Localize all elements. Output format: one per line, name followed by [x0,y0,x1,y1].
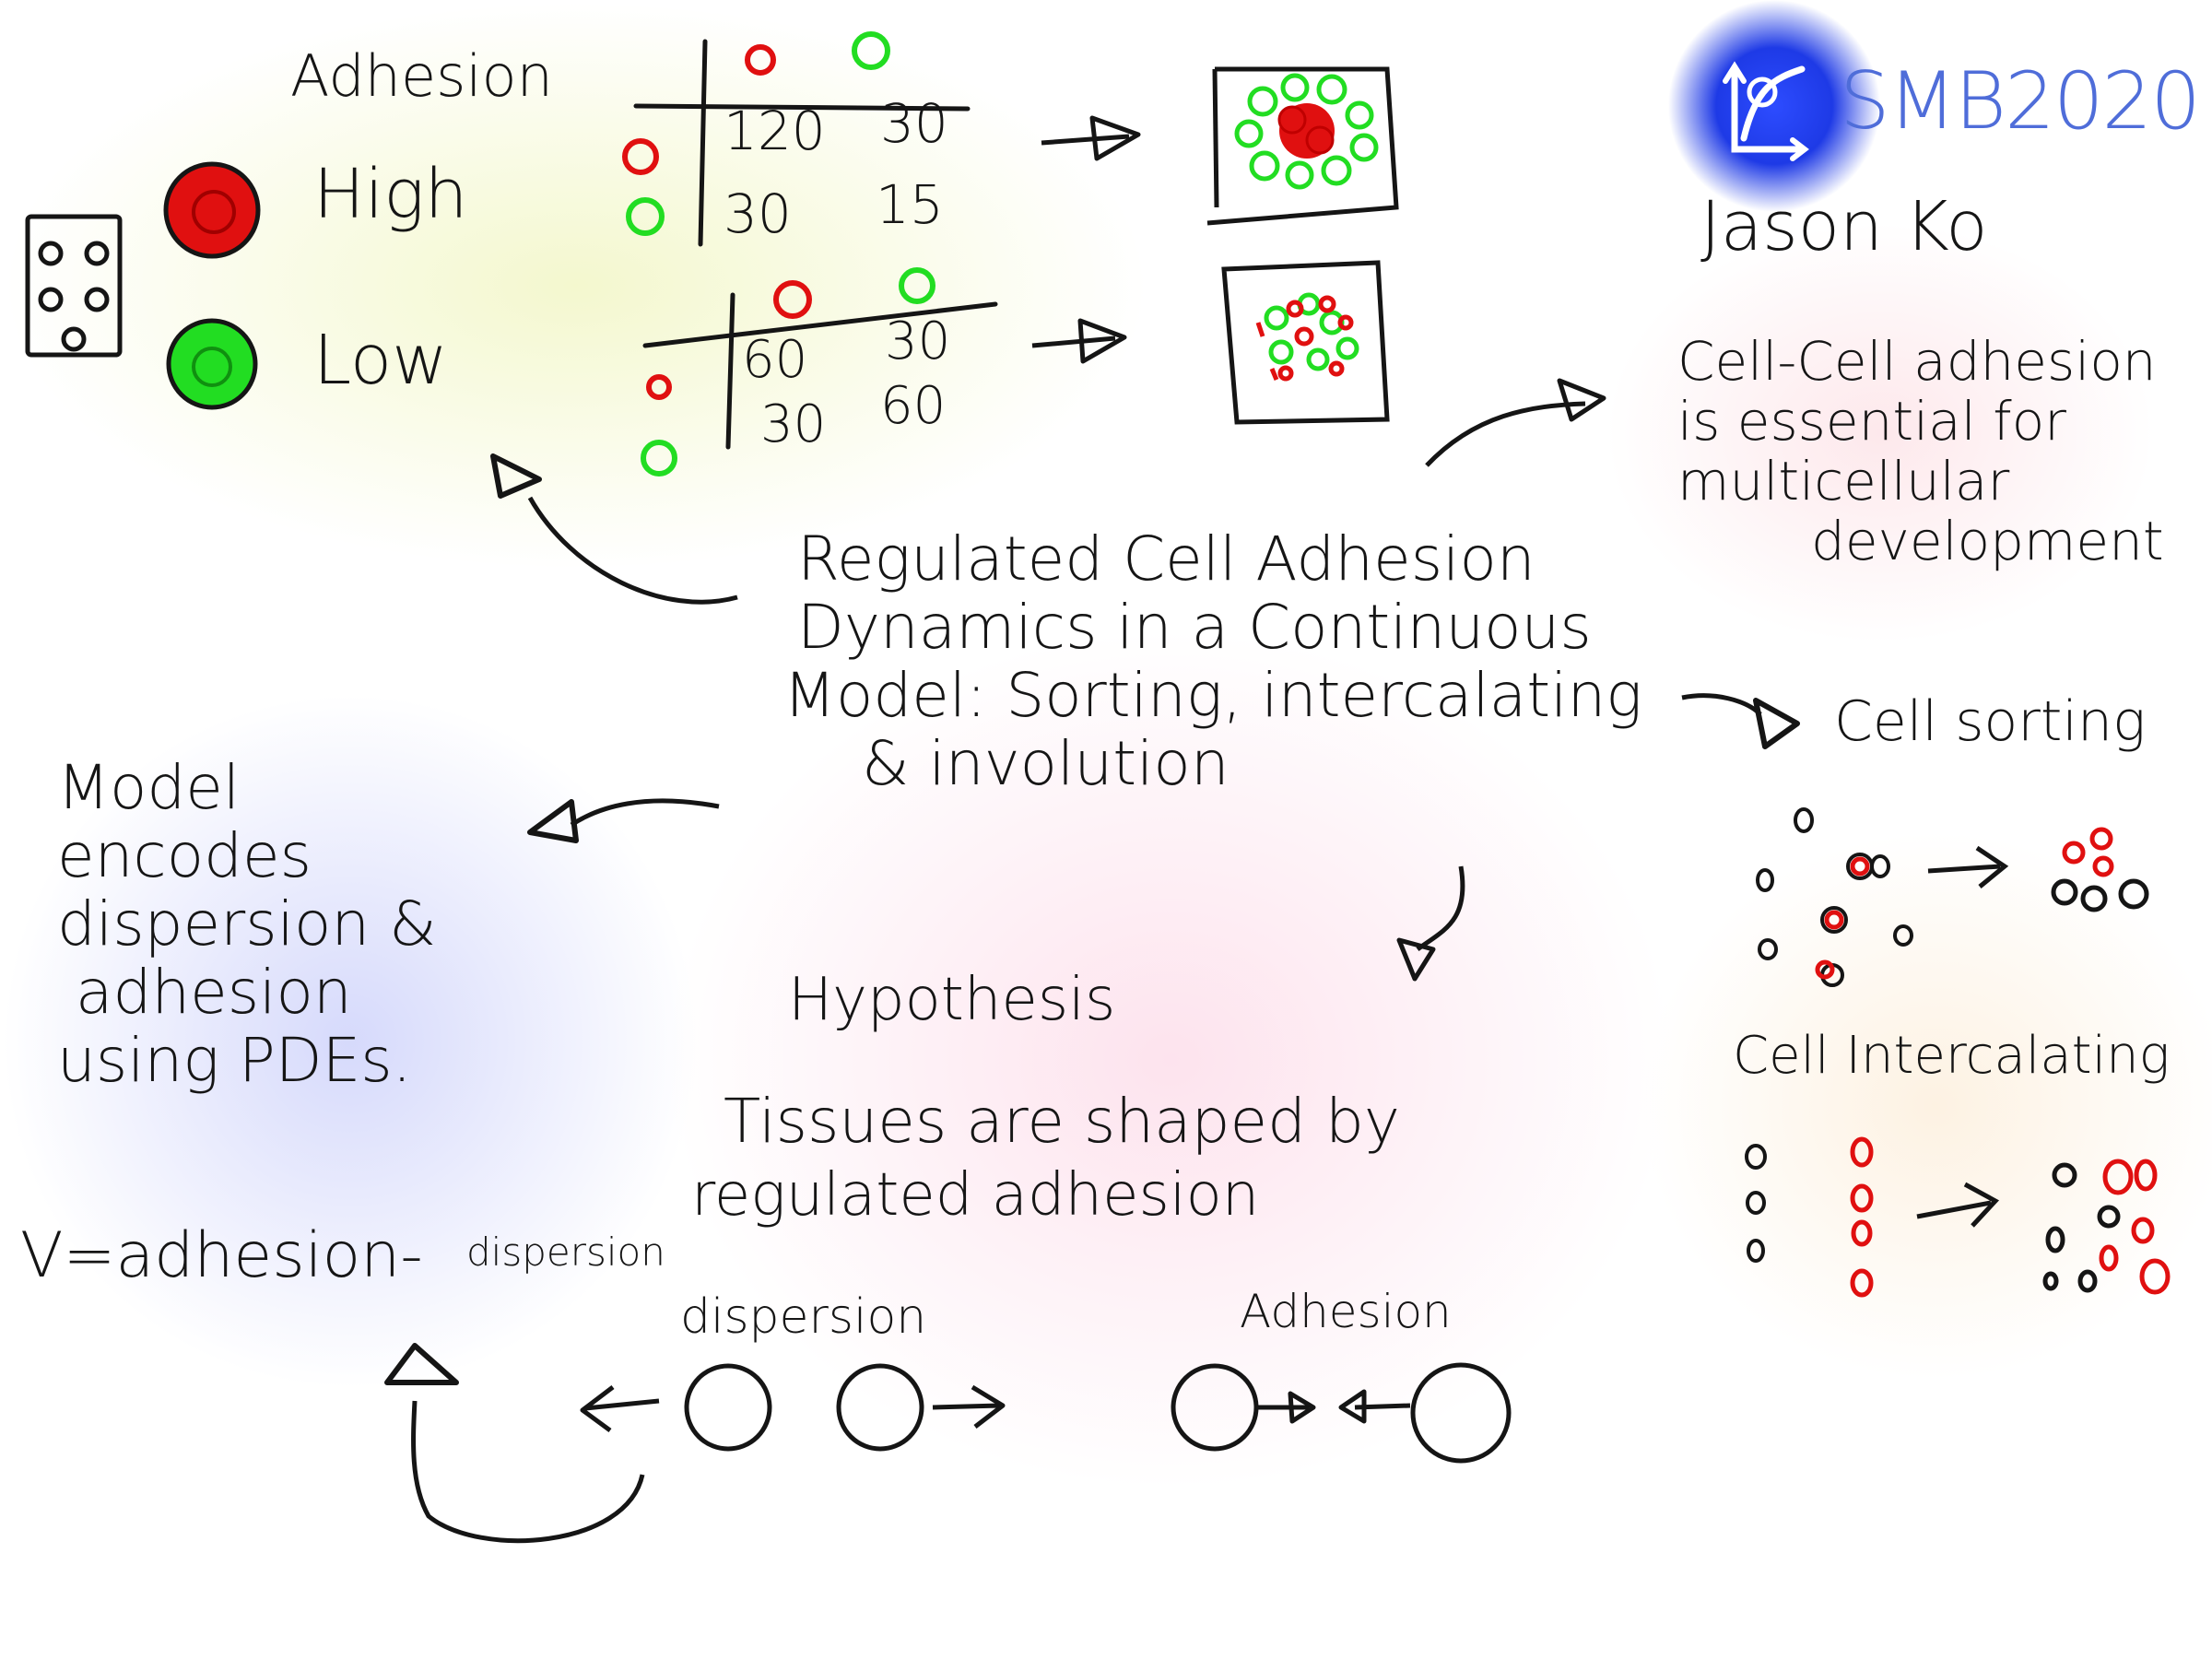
table-2-cell-r2c2: 60 [880,376,947,436]
model-description: Model encodes dispersion & adhesion usin… [57,754,437,1095]
table-1-cell-r2c1: 30 [724,182,792,245]
cell-intercalating-example [1745,1136,2171,1298]
table-2-header-green-icon [899,267,935,304]
arrow-title-to-model [527,798,720,843]
hypothesis-line-2: regulated adhesion [691,1161,1260,1230]
table-1-row-red-icon [622,138,659,175]
table-2-row-red-icon [646,374,672,400]
main-title-line-3: Model: Sorting, intercalating [783,659,1642,731]
legend-high-label: High [313,155,468,234]
main-title-line-1: Regulated Cell Adhesion [797,524,1535,594]
dispersion-label: dispersion [680,1289,927,1345]
equation-left: V=adhesion- [20,1219,423,1292]
hypothesis-heading: Hypothesis [788,966,1116,1034]
arrow-title-to-sorting [1681,693,1800,749]
arrow-title-to-claim [1425,378,1606,467]
cell-sorting-example [1756,807,2149,987]
model-line-2: encodes [57,819,312,891]
main-title-line-2: Dynamics in a Continuous [797,591,1592,663]
main-title: Regulated Cell Adhesion Dynamics in a Co… [783,524,1642,799]
legend-title: Adhesion [290,42,553,110]
author-name: Jason Ko [1700,187,1988,266]
adhesion-cells [1171,1362,1512,1464]
arrow-title-to-hypothesis [1396,865,1465,982]
model-line-1: Model [57,752,241,823]
table-1-row-green-icon [626,197,665,236]
green-cell-icon [166,318,258,410]
adhesion-claim: Cell-Cell adhesion is essential for mult… [1677,332,2164,571]
main-title-line-4: & involution [862,727,1230,799]
table-1-header-green-icon [852,31,890,70]
cell-intercalating-label: Cell Intercalating [1733,1026,2171,1086]
chart-axes-icon [1668,0,1880,212]
table-2-row-green-icon [641,440,677,477]
arrow-hypothesis-to-equation [384,1343,645,1544]
model-line-5: using PDEs. [57,1024,412,1096]
sorted-aggregate-box [1206,66,1399,226]
adhesion-claim-line-4: development [1811,509,2164,572]
cell-sorting-label: Cell sorting [1834,689,2147,754]
table-1-header-red-icon [745,44,776,76]
conference-brand: SMB2020 [1840,55,2201,147]
adhesion-label: Adhesion [1240,1285,1452,1338]
red-cell-icon [163,161,261,259]
legend-low-label: Low [313,321,448,400]
adhesion-claim-line-2: is essential for [1677,389,2067,453]
hypothesis-line-1: Tissues are shaped by [724,1086,1400,1157]
model-line-4: adhesion [76,956,352,1028]
table-1-cell-r2c2: 15 [876,173,944,236]
adhesion-table-2-grid [642,292,998,450]
model-line-3: dispersion & [57,888,437,959]
well-plate-icon [25,214,123,358]
equation-dispersion: dispersion [466,1230,665,1275]
adhesion-table-1-grid [633,39,971,247]
dispersion-cells [580,1363,1006,1452]
adhesion-claim-line-1: Cell-Cell adhesion [1677,330,2157,393]
arrow-table-2-to-result [1031,318,1127,364]
arrow-table-1-to-result [1041,115,1141,161]
table-1-cell-r1c2: 30 [880,92,948,155]
adhesion-claim-line-3: multicellular [1677,449,2010,512]
table-2-cell-r1c1: 60 [742,330,808,390]
table-2-cell-r2c1: 30 [760,394,827,454]
arrow-title-to-legend [490,453,738,605]
table-2-header-red-icon [773,280,812,319]
mixed-aggregate-box [1221,260,1390,425]
table-2-cell-r1c2: 30 [885,312,951,371]
table-1-cell-r1c1: 120 [724,100,826,162]
